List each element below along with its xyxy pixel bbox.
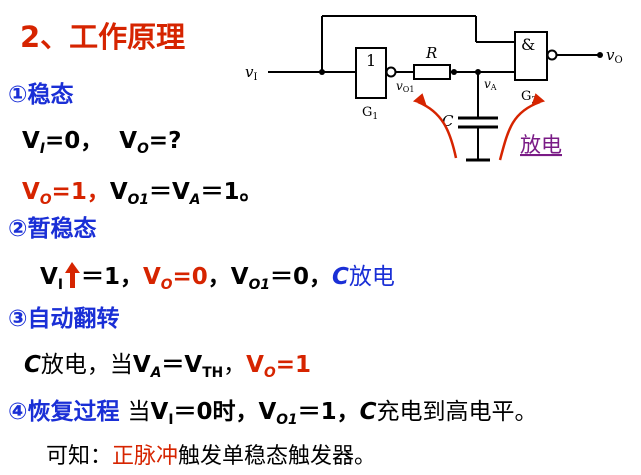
g1-inverter-bubble	[385, 66, 397, 78]
g2-inverter-bubble	[546, 49, 558, 61]
line-steady-vi-vo: VI=0， VO=?	[22, 128, 182, 157]
line-flip: C放电，当VA＝VTH，VO=1	[24, 352, 311, 381]
label-c: C	[442, 112, 454, 130]
discharge-label: 放电	[520, 133, 562, 157]
section-heading-recovery: ④恢复过程	[8, 399, 120, 425]
section-heading-flip: ③自动翻转	[8, 306, 120, 332]
line-recovery: ④恢复过程 当VI＝0时，VO1＝1，C充电到高电平。	[8, 399, 538, 428]
page-title: 2、工作原理	[20, 20, 186, 54]
g1-symbol: 1	[366, 51, 376, 70]
arrowhead-right	[531, 93, 546, 106]
resistor-r	[413, 64, 451, 80]
junction-va	[475, 69, 481, 75]
label-g1: G1	[362, 105, 378, 122]
line-transient: VI＝1，VO=0，VO1＝0，C放电	[40, 262, 395, 293]
rising-arrow-icon	[64, 262, 80, 288]
junction-input	[319, 69, 325, 75]
circuit-diagram: vI vO 1 & G1 G2 R vO1 vA C 放电	[245, 15, 623, 162]
label-r: R	[425, 44, 437, 62]
line-conclusion: 可知：正脉冲触发单稳态触发器。	[46, 444, 377, 469]
discharge-arrow-left	[417, 100, 458, 159]
arrowhead-left	[412, 93, 427, 106]
label-va: vA	[484, 77, 497, 92]
output-terminal	[597, 52, 603, 58]
junction-r	[451, 69, 457, 75]
label-vi: vI	[245, 63, 257, 83]
section-heading-transient: ②暂稳态	[8, 216, 97, 242]
label-vo: vO	[606, 46, 623, 66]
line-steady-result: VO=1，VO1＝VA＝1。	[22, 179, 263, 208]
label-vo1: vO1	[396, 79, 414, 94]
section-heading-steady: ①稳态	[8, 82, 74, 108]
g2-symbol: &	[521, 35, 535, 54]
